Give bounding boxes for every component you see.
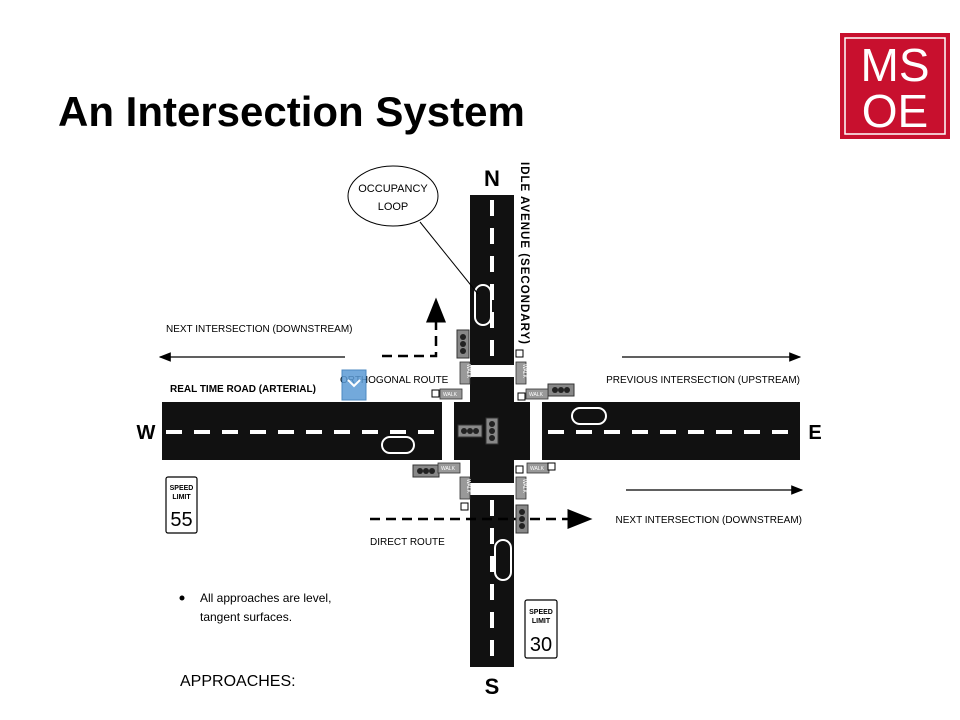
callout-leader <box>419 221 479 295</box>
compass-east: E <box>808 422 821 444</box>
arterial-road-label: REAL TIME ROAD (ARTERIAL) <box>170 384 316 395</box>
svg-text:LIMIT: LIMIT <box>532 618 551 625</box>
svg-text:WALK: WALK <box>441 466 456 472</box>
occupancy-loop-east <box>571 407 607 425</box>
svg-text:SPEED: SPEED <box>529 609 553 616</box>
svg-text:WALK: WALK <box>465 479 471 494</box>
walk-signal-ne: WALK <box>515 361 527 385</box>
svg-text:WALK: WALK <box>465 364 471 379</box>
walk-signal-ws: WALK <box>437 462 461 474</box>
svg-text:55: 55 <box>170 509 192 531</box>
next-intersection-west-label: NEXT INTERSECTION (DOWNSTREAM) <box>166 324 352 335</box>
logo-background <box>840 33 950 139</box>
callout-line1: OCCUPANCY <box>358 183 428 195</box>
signal-center-vertical <box>485 417 499 445</box>
orthogonal-route-arrow <box>382 297 446 358</box>
compass-west: W <box>137 422 156 444</box>
crosswalk-south <box>470 483 514 495</box>
msoe-logo: MS OE <box>840 33 950 139</box>
walk-signal-en: WALK <box>525 388 549 400</box>
svg-text:WALK: WALK <box>530 466 545 472</box>
direct-route-label: DIRECT ROUTE <box>370 537 445 548</box>
push-button-ne <box>515 349 524 358</box>
avenue-label: IDLE AVENUE (SECONDARY) <box>518 162 530 345</box>
svg-text:30: 30 <box>530 634 552 656</box>
compass-south: S <box>485 674 500 699</box>
walk-signal-nw: WALK <box>459 361 471 385</box>
push-button-se <box>515 465 524 474</box>
orthogonal-route-label: ORTHOGONAL ROUTE <box>340 375 449 386</box>
slide-title: An Intersection System <box>58 88 525 135</box>
signal-west-horizontal <box>412 464 440 478</box>
signal-north-vertical <box>456 329 470 359</box>
occupancy-loop-north <box>474 284 492 326</box>
approaches-heading: APPROACHES: <box>180 673 296 690</box>
push-button-es <box>547 462 556 471</box>
walk-signal-se: WALK <box>515 476 527 500</box>
occupancy-loop-west <box>381 436 415 454</box>
signal-center-horizontal <box>457 424 483 438</box>
crosswalk-north <box>470 365 514 377</box>
svg-text:LIMIT: LIMIT <box>172 494 191 501</box>
previous-intersection-label: PREVIOUS INTERSECTION (UPSTREAM) <box>606 375 800 386</box>
speed-limit-sign-south: SPEED LIMIT 30 <box>524 599 558 659</box>
compass-north: N <box>484 166 500 191</box>
walk-signal-es: WALK <box>526 462 550 474</box>
push-button-wn <box>431 389 440 398</box>
logo-text-bottom: OE <box>862 85 928 137</box>
crosswalk-east <box>530 402 542 460</box>
svg-text:WALK: WALK <box>443 392 458 398</box>
push-button-sw <box>460 502 469 511</box>
speed-limit-sign-west: SPEED LIMIT 55 <box>165 476 198 534</box>
svg-text:WALK: WALK <box>521 479 527 494</box>
occupancy-loop-callout <box>347 165 439 227</box>
svg-text:SPEED: SPEED <box>170 485 194 492</box>
crosswalk-west <box>442 402 454 460</box>
chevron-down-icon <box>347 379 361 388</box>
occupancy-loop-south <box>494 539 512 581</box>
walk-signal-wn: WALK <box>439 388 463 400</box>
walk-signal-sw: WALK <box>459 476 471 500</box>
svg-text:WALK: WALK <box>521 364 527 379</box>
note-bullet-icon <box>179 595 185 601</box>
logo-text-top: MS <box>861 39 930 91</box>
signal-east-horizontal <box>547 383 575 397</box>
svg-text:WALK: WALK <box>529 392 544 398</box>
next-intersection-east-label: NEXT INTERSECTION (DOWNSTREAM) <box>616 515 802 526</box>
note-line2: tangent surfaces. <box>200 610 292 624</box>
callout-line2: LOOP <box>378 201 409 213</box>
note-line1: All approaches are level, <box>200 591 331 605</box>
signal-south-vertical <box>515 504 529 534</box>
push-button-en <box>517 392 526 401</box>
